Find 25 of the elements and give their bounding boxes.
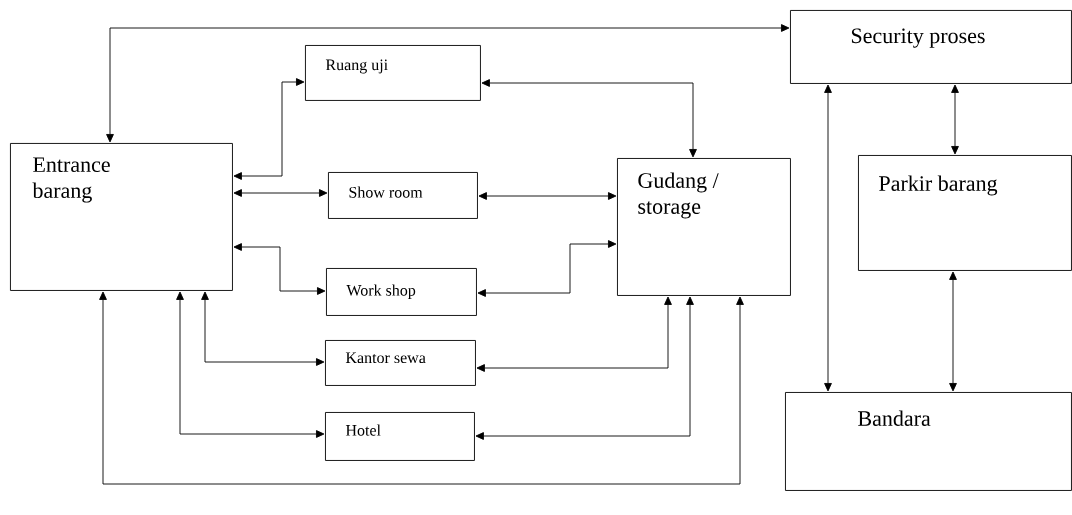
arrow bbox=[201, 291, 325, 366]
arrow bbox=[233, 243, 326, 295]
arrow bbox=[476, 296, 672, 372]
arrow bbox=[106, 24, 790, 143]
process-box: Entrance barang bbox=[10, 143, 233, 291]
arrow bbox=[949, 271, 957, 392]
arrow bbox=[176, 291, 325, 438]
process-box: Bandara bbox=[785, 392, 1072, 491]
process-box: Work shop bbox=[326, 268, 477, 316]
arrow bbox=[233, 78, 305, 180]
process-box: Gudang / storage bbox=[617, 158, 791, 296]
process-box: Ruang uji bbox=[305, 45, 481, 101]
process-box: Parkir barang bbox=[858, 155, 1072, 271]
process-box: Kantor sewa bbox=[325, 340, 476, 386]
arrow bbox=[951, 84, 959, 155]
arrow bbox=[99, 291, 744, 485]
arrow bbox=[481, 79, 697, 158]
process-box: Security proses bbox=[790, 10, 1072, 84]
arrow bbox=[478, 192, 617, 200]
process-box: Show room bbox=[328, 172, 478, 219]
arrow bbox=[475, 296, 694, 440]
process-box: Hotel bbox=[325, 412, 475, 461]
arrow bbox=[233, 189, 328, 197]
arrow bbox=[824, 84, 832, 392]
arrow bbox=[477, 240, 617, 297]
